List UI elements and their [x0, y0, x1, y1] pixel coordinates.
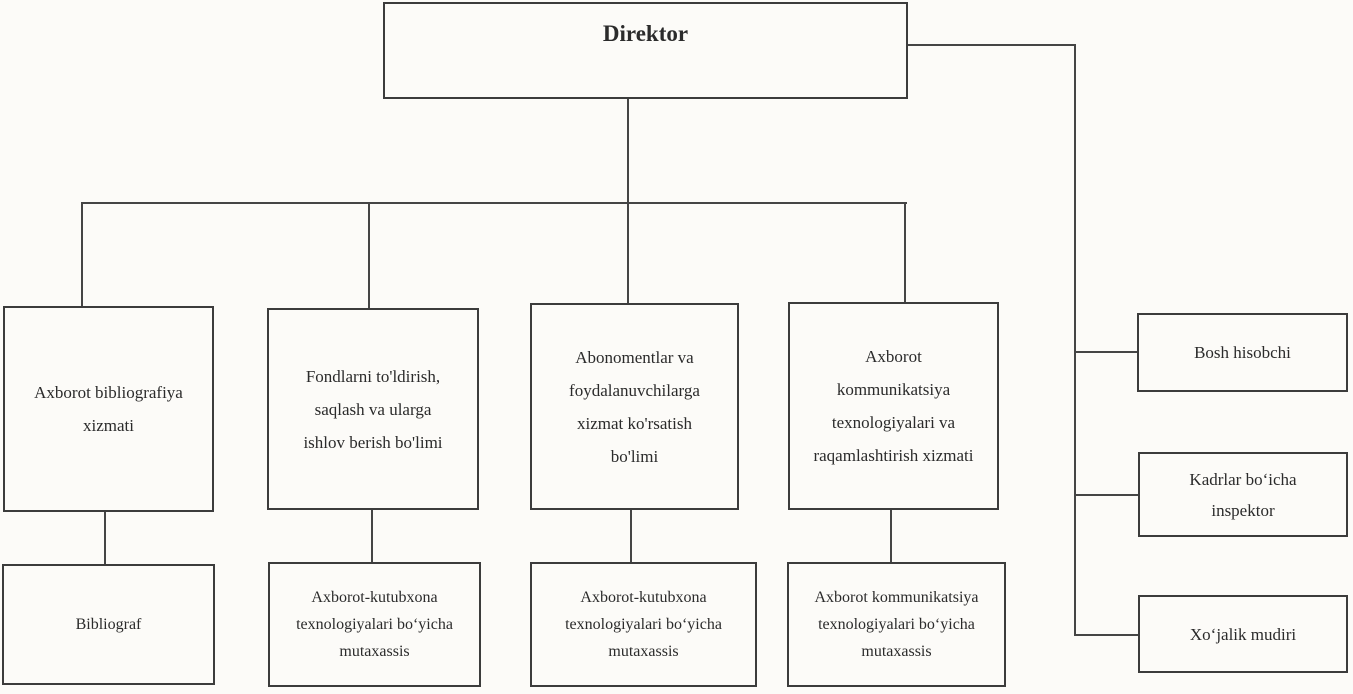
connector-spine-to-bosh-hisobchi	[1074, 351, 1138, 353]
staff-label: Axborot-kutubxona texnologiyalari bo‘yic…	[296, 589, 453, 660]
staff-box-xojalik-mudiri: Xo‘jalik mudiri	[1138, 595, 1348, 673]
direktor-label: Direktor	[602, 21, 689, 46]
department-label: Fondlarni to'ldirish, saqlash va ularga …	[303, 366, 443, 452]
direktor-box: Direktor	[383, 2, 908, 99]
connector-spine-to-kadrlar-inspektor	[1074, 494, 1139, 496]
connector-fonds-to-specialist	[371, 509, 373, 563]
department-label: Axborot bibliografiya xizmati	[34, 383, 183, 435]
staff-box-library-tech-specialist-2: Axborot-kutubxona texnologiyalari bo‘yic…	[530, 562, 757, 687]
department-box-ict-service: Axborot kommunikatsiya texnologiyalari v…	[788, 302, 999, 510]
connector-bus-to-bibliography	[81, 202, 83, 307]
staff-box-kadrlar-inspektor: Kadrlar bo‘icha inspektor	[1138, 452, 1348, 537]
department-label: Axborot kommunikatsiya texnologiyalari v…	[813, 347, 974, 465]
department-box-subscribers-department: Abonomentlar va foydalanuvchilarga xizma…	[530, 303, 739, 510]
staff-label: Xo‘jalik mudiri	[1189, 624, 1297, 644]
staff-box-bibliograf: Bibliograf	[2, 564, 215, 685]
department-label: Abonomentlar va foydalanuvchilarga xizma…	[569, 347, 700, 466]
connector-direktor-to-bus	[627, 99, 629, 304]
staff-label: Axborot-kutubxona texnologiyalari bo‘yic…	[565, 589, 722, 660]
connector-bibliography-to-bibliograf	[104, 511, 106, 565]
connector-right-spine	[1074, 44, 1076, 636]
connector-direktor-to-right-spine	[906, 44, 1076, 46]
connector-subscribers-to-specialist	[630, 509, 632, 563]
staff-box-bosh-hisobchi: Bosh hisobchi	[1137, 313, 1348, 392]
staff-box-library-tech-specialist-1: Axborot-kutubxona texnologiyalari bo‘yic…	[268, 562, 481, 687]
staff-box-ict-specialist: Axborot kommunikatsiya texnologiyalari b…	[787, 562, 1006, 687]
connector-department-bus	[81, 202, 907, 204]
staff-label: Bibliograf	[75, 616, 142, 633]
department-box-bibliography-service: Axborot bibliografiya xizmati	[3, 306, 214, 512]
connector-spine-to-xojalik-mudiri	[1074, 634, 1139, 636]
staff-label: Axborot kommunikatsiya texnologiyalari b…	[814, 589, 979, 660]
department-box-fonds-department: Fondlarni to'ldirish, saqlash va ularga …	[267, 308, 479, 510]
connector-ict-to-specialist	[890, 509, 892, 563]
connector-bus-to-ict-service	[904, 202, 906, 303]
staff-label: Bosh hisobchi	[1194, 343, 1291, 362]
staff-label: Kadrlar bo‘icha inspektor	[1189, 469, 1297, 520]
connector-bus-to-fonds	[368, 202, 370, 309]
